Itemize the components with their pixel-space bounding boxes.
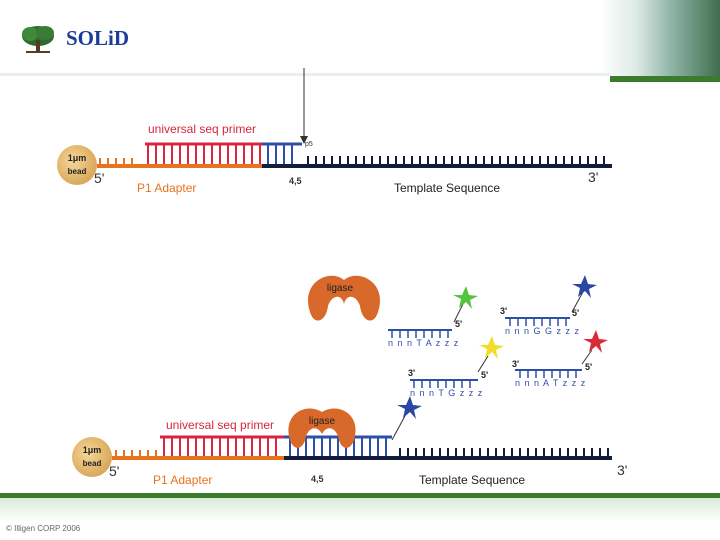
probe-at-three: 3' [512,359,519,369]
slide-title: SOLiD [66,26,130,50]
bottom-adapter-label: P1 Adapter [153,473,212,487]
probe-ta-five: 5' [455,319,462,329]
tree-logo-icon [18,24,58,61]
bead-bottom-label-2: bead [83,459,102,468]
probe-tg: 3' 5' n n n T G z z z [408,336,504,398]
star-green-icon [453,286,478,309]
ligase-label-bottom: ligase [309,416,336,427]
ligase-free-icon [307,275,381,321]
probe-tg-three: 3' [408,368,415,378]
position-label: 4,5 [289,176,302,186]
pointer-arrowhead [300,136,308,144]
five-prime-label: 5' [94,170,104,186]
footer-band [0,495,720,540]
bottom-five-prime-label: 5' [109,463,119,479]
bead [57,145,97,185]
star-blue-bound-icon [397,396,422,419]
three-prime-label: 3' [588,169,598,185]
probe-gg-five: 5' [572,308,579,318]
template-label: Template Sequence [394,181,500,195]
probe-gg-three: 3' [500,306,507,316]
primer-label: universal seq primer [148,122,256,136]
probe-tg-five: 5' [481,370,488,380]
probe-gg-seq: n n n G G z z z [505,326,580,336]
bottom-position-label: 4,5 [311,474,324,484]
bead-bottom-label-1: 1μm [83,445,102,455]
small-p5-label: p5 [305,141,313,148]
primer-ticks [147,144,261,164]
header-divider [0,73,610,76]
ligase-label-top: ligase [327,283,354,294]
probe-tg-seq: n n n T G z z z [410,388,483,398]
top-panel: 1μm bead p5 universal seq primer 5' P1 A… [57,68,612,195]
ligase-bound-icon [288,408,356,448]
probe-at-five: 5' [585,362,592,372]
slide-header: SOLiD [0,0,720,80]
bound-probe-pointer [391,413,407,441]
probe-at-seq: n n n A T z z z [515,378,586,388]
probe-at: 3' 5' n n n A T z z z [512,330,608,388]
bottom-template-label: Template Sequence [419,473,525,487]
probe-gg: 3' 5' n n n G G z z z [500,275,597,336]
adapter-label: P1 Adapter [137,181,196,195]
bottom-primer-label: universal seq primer [166,418,274,432]
primer-ext-ticks [267,144,293,164]
probe-ta: 5' n n n T A z z z [388,286,478,348]
landscape-image [600,0,720,76]
bead-bottom [72,437,112,477]
star-blue-icon [572,275,597,298]
adapter-ticks [99,158,133,166]
bead-label-2: bead [68,167,87,176]
bottom-panel: ligase 3' 5' n n n G G z z z 5' n n n T … [72,275,627,487]
probe-ta-seq: n n n T A z z z [388,338,459,348]
star-red-icon [583,330,608,353]
template-ticks [307,156,605,166]
star-yellow-icon [479,336,504,359]
header-accent-bar [610,76,720,82]
footer-copyright: © Illigen CORP 2006 [6,524,81,533]
footer-divider [0,493,720,498]
bottom-three-prime-label: 3' [617,462,627,478]
bead-label-1: 1μm [68,153,87,163]
